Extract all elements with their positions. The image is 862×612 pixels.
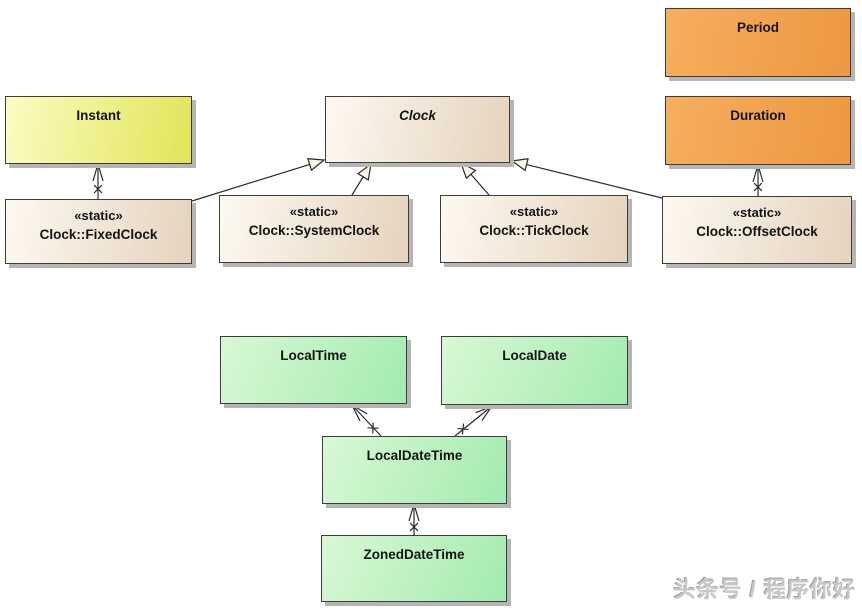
edge-offset_clock-to-clock [510,158,663,199]
stereotype-label: «static» [509,204,559,219]
class-box-clock: Clock [325,96,510,163]
class-name: Clock::SystemClock [248,223,380,238]
class-name: Instant [76,108,121,123]
edge-tick_clock-to-clock [459,161,490,196]
class-name: ZonedDateTime [363,547,465,562]
watermark-text: 头条号 / 程序你好 [673,577,856,602]
edge-fixed_clock-to-instant [92,163,104,199]
class-name: Period [736,20,779,35]
class-box-zoned-date-time: ZonedDateTime [321,535,507,602]
edge-local_date_time-to-local_time [351,404,382,437]
class-name: LocalDateTime [366,448,463,463]
class-box-local-date-time: LocalDateTime [322,436,507,504]
class-name: Duration [730,108,786,123]
class-name: LocalTime [280,348,347,363]
class-box-fixed-clock: «static» Clock::FixedClock [5,199,192,264]
edge-system_clock-to-clock [351,162,372,196]
edge-local_date_time-to-local_date [454,405,493,437]
class-box-local-date: LocalDate [441,336,628,405]
class-name: Clock::OffsetClock [696,224,818,239]
class-box-instant: Instant [5,96,192,164]
class-name: Clock [399,108,436,123]
edge-offset_clock-to-duration [752,164,764,196]
class-box-system-clock: «static» Clock::SystemClock [219,195,409,263]
stereotype-label: «static» [732,205,782,220]
class-name: Clock::TickClock [479,223,589,238]
class-box-duration: Duration [665,96,851,165]
edge-zoned_date_time-to-local_date_time [408,503,420,535]
class-box-period: Period [665,8,851,77]
class-name: LocalDate [502,348,567,363]
class-name: Clock::FixedClock [39,227,158,242]
class-box-local-time: LocalTime [220,336,407,404]
stereotype-label: «static» [74,208,123,223]
class-box-tick-clock: «static» Clock::TickClock [440,195,628,263]
class-box-offset-clock: «static» Clock::OffsetClock [662,196,852,264]
stereotype-label: «static» [289,204,339,219]
edge-fixed_clock-to-clock [191,158,326,202]
